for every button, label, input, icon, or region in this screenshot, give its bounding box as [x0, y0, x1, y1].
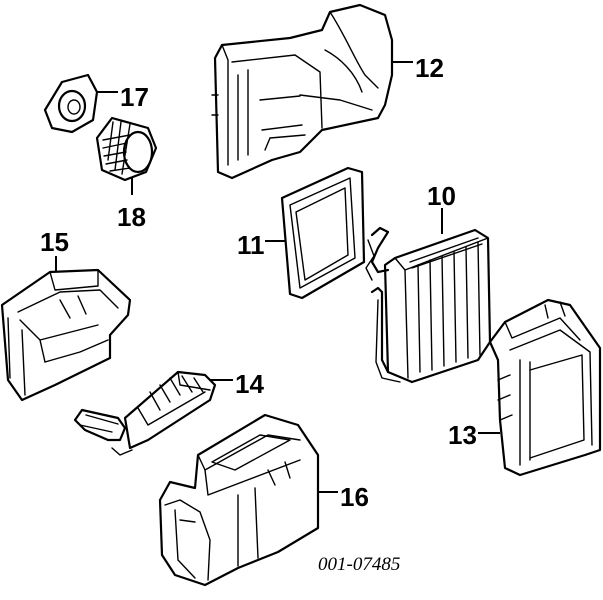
part-17-fan-motor	[43, 73, 99, 134]
callout-10: 10	[427, 181, 456, 211]
part-14-heater-core	[73, 370, 217, 456]
callout-11: 11	[237, 230, 265, 260]
callout-15: 15	[40, 227, 69, 257]
part-11-gasket	[280, 166, 366, 300]
callout-13: 13	[448, 420, 477, 450]
callout-14: 14	[235, 369, 264, 399]
callout-18: 18	[117, 202, 146, 232]
reference-number: 001-07485	[318, 554, 400, 575]
part-18-fan-wheel	[95, 116, 158, 182]
part-10-evaporator-core	[365, 226, 492, 384]
callout-12: 12	[415, 53, 444, 83]
callout-17: 17	[120, 82, 149, 112]
part-12-housing	[211, 3, 394, 180]
callout-16: 16	[340, 482, 369, 512]
part-16-heater-housing	[158, 413, 320, 587]
part-13-case	[488, 298, 602, 477]
part-15-duct	[0, 268, 132, 402]
